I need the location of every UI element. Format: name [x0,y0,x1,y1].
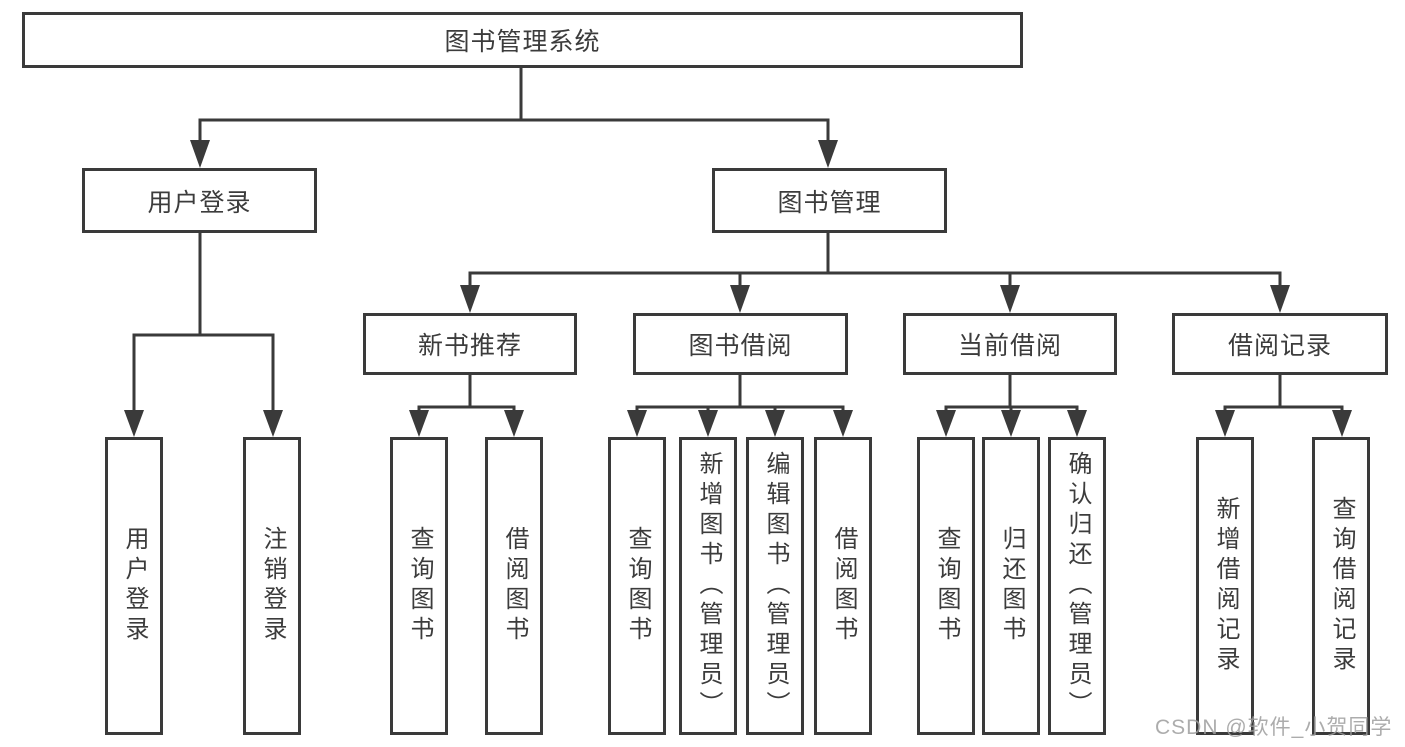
node-label: 借阅图书 [830,526,857,646]
connector-new-book-children [409,375,524,437]
arrowhead [1215,410,1235,437]
node-label: 用户登录 [121,526,148,646]
node-label: 借阅记录 [1227,332,1332,360]
arrowhead [190,140,210,168]
node-label: 确认归还（管理员） [1064,451,1091,721]
connector-book-borrow-children [627,375,853,437]
connector-borrow-records-children [1215,375,1352,437]
node-label: 注销登录 [259,526,286,646]
leaf-records-add-record: 新增借阅记录 [1196,437,1254,735]
arrowhead [818,140,838,168]
arrowhead [1001,410,1021,437]
node-label: 编辑图书（管理员） [762,451,789,721]
node-label: 查询图书 [933,526,960,646]
arrowhead [1067,410,1087,437]
leaf-current-return-books: 归还图书 [982,437,1040,735]
leaf-logout: 注销登录 [243,437,301,735]
node-label: 当前借阅 [957,332,1062,360]
connector-current-borrow-children [936,375,1087,437]
node-label: 查询图书 [406,526,433,646]
arrowhead [409,410,429,437]
arrowhead [263,410,283,437]
node-label: 查询图书 [624,526,651,646]
node-label: 新书推荐 [417,332,522,360]
arrowhead [504,410,524,437]
node-label: 归还图书 [998,526,1025,646]
arrowhead [1270,285,1290,313]
node-label: 新增图书（管理员） [695,451,722,721]
node-label: 新增借阅记录 [1212,496,1239,676]
leaf-current-confirm-return-admin: 确认归还（管理员） [1048,437,1106,735]
node-label: 图书管理系统 [444,28,601,56]
leaf-records-query-record: 查询借阅记录 [1312,437,1370,735]
node-label: 图书借阅 [688,332,793,360]
node-user-login: 用户登录 [82,168,317,233]
node-book-borrow: 图书借阅 [633,313,848,375]
node-library-management-system: 图书管理系统 [22,12,1023,68]
node-label: 借阅图书 [501,526,528,646]
leaf-user-login: 用户登录 [105,437,163,735]
arrowhead [765,410,785,437]
arrowhead [627,410,647,437]
arrowhead [730,285,750,313]
arrowhead [1000,285,1020,313]
node-borrow-records: 借阅记录 [1172,313,1388,375]
connector-user-login-children [124,233,283,437]
leaf-newbook-borrow-books: 借阅图书 [485,437,543,735]
arrowhead [936,410,956,437]
leaf-borrow-edit-books-admin: 编辑图书（管理员） [746,437,804,735]
node-current-borrow: 当前借阅 [903,313,1117,375]
node-book-management: 图书管理 [712,168,947,233]
connector-root-to-level2 [190,68,838,168]
arrowhead [833,410,853,437]
node-label: 用户登录 [147,188,252,217]
leaf-borrow-add-books-admin: 新增图书（管理员） [679,437,737,735]
node-label: 图书管理 [777,188,882,217]
leaf-borrow-query-books: 查询图书 [608,437,666,735]
leaf-newbook-query-books: 查询图书 [390,437,448,735]
arrowhead [698,410,718,437]
node-label: 查询借阅记录 [1328,496,1355,676]
leaf-borrow-borrow-books: 借阅图书 [814,437,872,735]
connector-book-management-to-level3 [460,233,1290,313]
arrowhead [124,410,144,437]
arrowhead [460,285,480,313]
watermark: CSDN @软件_小贺同学 [1155,716,1393,739]
arrowhead [1332,410,1352,437]
node-new-book-recommend: 新书推荐 [363,313,577,375]
leaf-current-query-books: 查询图书 [917,437,975,735]
